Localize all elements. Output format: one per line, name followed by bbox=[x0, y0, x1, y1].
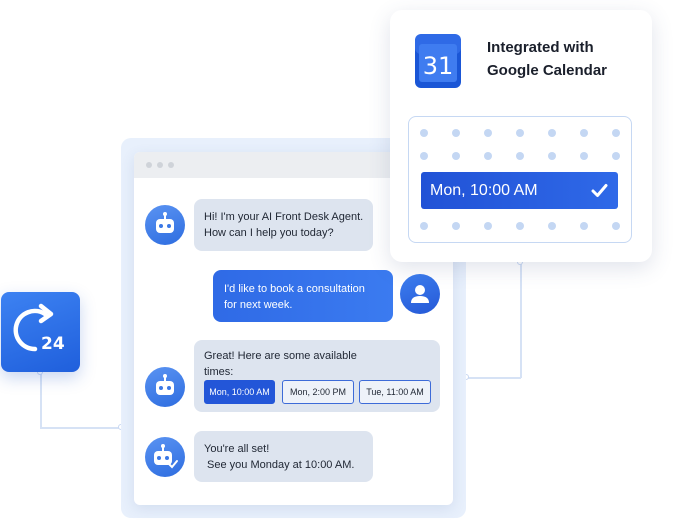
connector-line bbox=[40, 372, 42, 428]
24-hour-badge: 24 bbox=[1, 292, 80, 372]
robot-check-icon bbox=[154, 444, 178, 469]
time-slot-button[interactable]: Mon, 2:00 PM bbox=[282, 380, 354, 404]
user-avatar bbox=[400, 274, 440, 314]
window-control-dot[interactable] bbox=[146, 162, 152, 168]
calendar-slot-dot[interactable] bbox=[516, 222, 524, 230]
chat-message-user: I'd like to book a consultation for next… bbox=[213, 270, 393, 322]
calendar-slot-dot[interactable] bbox=[548, 152, 556, 160]
calendar-slot-dot[interactable] bbox=[548, 129, 556, 137]
calendar-slot-dot[interactable] bbox=[484, 222, 492, 230]
message-text: Hi! I'm your AI Front Desk Agent. bbox=[204, 211, 364, 223]
calendar-grid: Mon, 10:00 AM bbox=[408, 116, 632, 243]
svg-text:31: 31 bbox=[423, 52, 454, 80]
calendar-integration-card: 31 Integrated with Google Calendar Mon, … bbox=[390, 10, 652, 262]
calendar-slot-dot[interactable] bbox=[484, 129, 492, 137]
calendar-slot-dot[interactable] bbox=[420, 129, 428, 137]
connector-line bbox=[520, 262, 522, 378]
calendar-slot-dot[interactable] bbox=[420, 152, 428, 160]
connector-line bbox=[466, 377, 521, 379]
calendar-slot-dot[interactable] bbox=[612, 222, 620, 230]
chat-message-bot: You're all set! See you Monday at 10:00 … bbox=[194, 431, 373, 482]
bot-avatar bbox=[145, 205, 185, 245]
message-text: How can I help you today? bbox=[204, 227, 334, 239]
message-text: times: bbox=[204, 366, 234, 378]
calendar-slot-dot[interactable] bbox=[452, 222, 460, 230]
message-text: I'd like to book a consultation bbox=[224, 283, 365, 295]
message-text: You're all set! bbox=[204, 443, 270, 455]
calendar-slot-dot[interactable] bbox=[580, 129, 588, 137]
window-control-dot[interactable] bbox=[168, 162, 174, 168]
chat-window: Hi! I'm your AI Front Desk Agent. How ca… bbox=[134, 152, 453, 505]
calendar-slot-dot[interactable] bbox=[484, 152, 492, 160]
selected-slot-label: Mon, 10:00 AM bbox=[430, 182, 538, 199]
calendar-slot-dot[interactable] bbox=[516, 152, 524, 160]
window-control-dot[interactable] bbox=[157, 162, 163, 168]
selected-calendar-slot[interactable]: Mon, 10:00 AM bbox=[421, 172, 618, 209]
calendar-slot-dot[interactable] bbox=[516, 129, 524, 137]
message-text: for next week. bbox=[224, 299, 293, 311]
card-title-line: Integrated with bbox=[487, 39, 594, 56]
message-text: See you Monday at 10:00 AM. bbox=[204, 459, 355, 471]
calendar-slot-dot[interactable] bbox=[548, 222, 556, 230]
bot-avatar bbox=[145, 437, 185, 477]
robot-icon bbox=[156, 212, 174, 233]
google-calendar-icon: 31 bbox=[415, 34, 461, 88]
calendar-slot-dot[interactable] bbox=[612, 129, 620, 137]
24-hour-icon: 24 bbox=[13, 303, 65, 354]
time-slot-button[interactable]: Tue, 11:00 AM bbox=[359, 380, 431, 404]
card-title: Integrated with Google Calendar bbox=[487, 36, 607, 82]
calendar-slot-dot[interactable] bbox=[612, 152, 620, 160]
user-icon bbox=[411, 285, 429, 303]
calendar-slot-dot[interactable] bbox=[452, 152, 460, 160]
checkmark-icon bbox=[591, 184, 608, 197]
message-text: Great! Here are some available bbox=[204, 350, 357, 362]
svg-text:24: 24 bbox=[41, 334, 65, 354]
time-slot-button[interactable]: Mon, 10:00 AM bbox=[204, 380, 275, 404]
chat-message-bot: Hi! I'm your AI Front Desk Agent. How ca… bbox=[194, 199, 373, 251]
card-title-line: Google Calendar bbox=[487, 62, 608, 79]
calendar-slot-dot[interactable] bbox=[420, 222, 428, 230]
calendar-slot-dot[interactable] bbox=[580, 152, 588, 160]
calendar-slot-dot[interactable] bbox=[580, 222, 588, 230]
robot-icon bbox=[156, 374, 174, 395]
connector-line bbox=[40, 427, 122, 429]
bot-avatar bbox=[145, 367, 185, 407]
calendar-slot-dot[interactable] bbox=[452, 129, 460, 137]
